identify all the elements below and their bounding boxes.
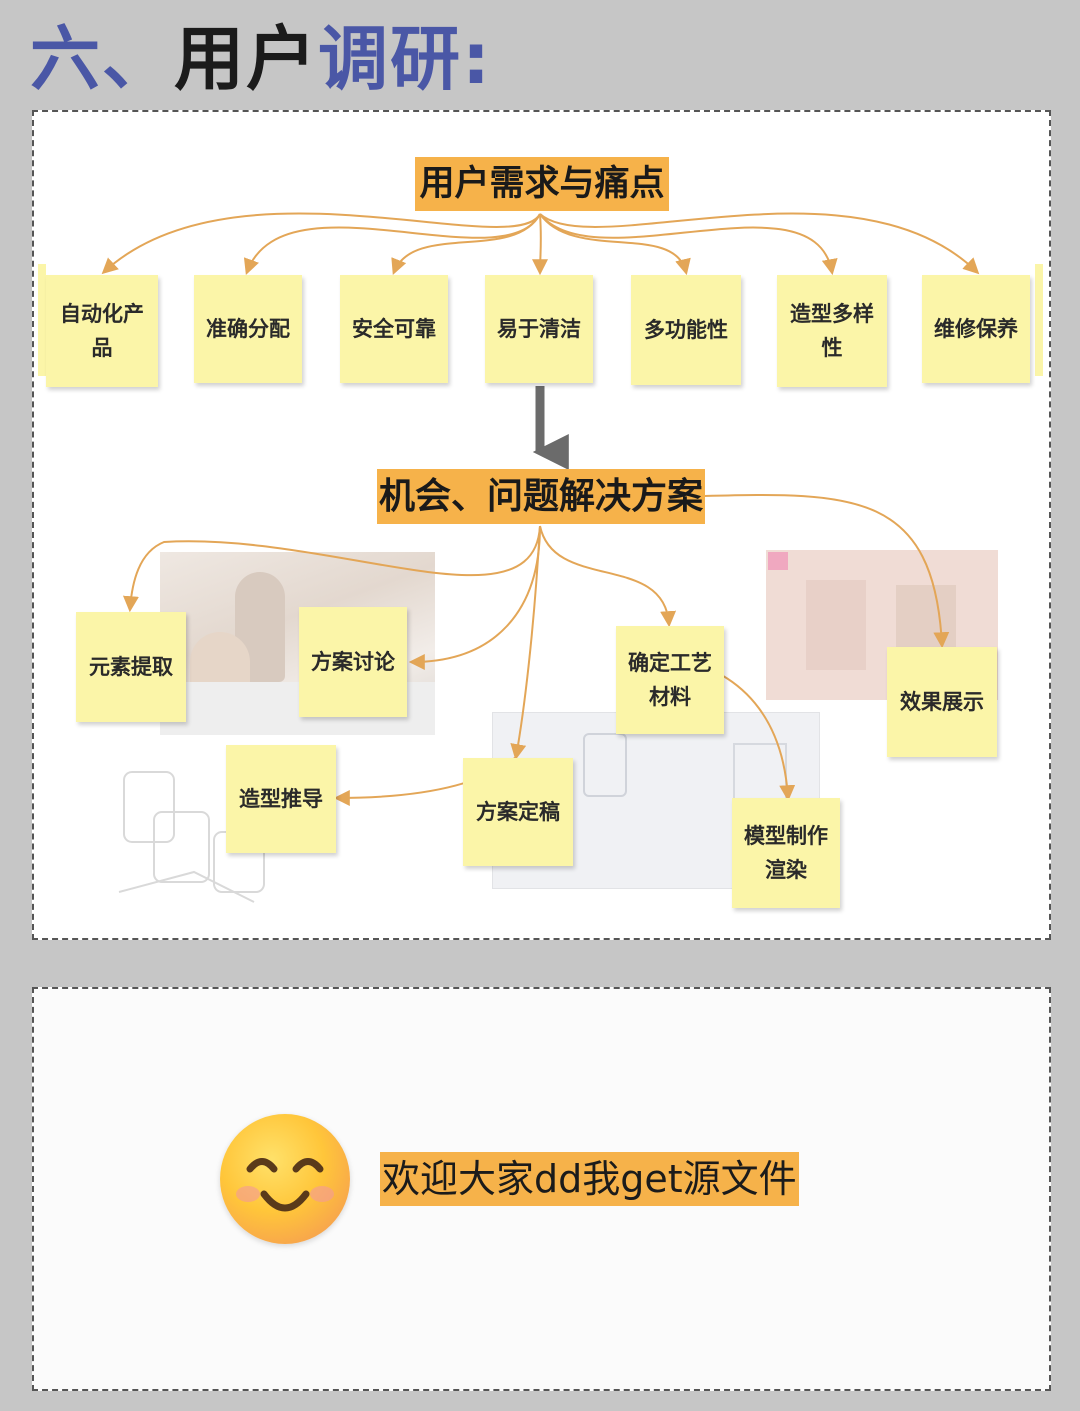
solution-final-design: 方案定稿 (463, 758, 573, 866)
heading-part2: 调研 (318, 18, 462, 100)
heading-number: 六、 (30, 18, 174, 100)
solution-model-rendering: 模型制作渲染 (732, 798, 840, 908)
heading-colon: : (462, 18, 492, 100)
solution-discussion: 方案讨论 (299, 607, 407, 717)
edge-note-right (1035, 264, 1043, 376)
need-maintenance: 维修保养 (922, 275, 1030, 383)
need-styling-variety: 造型多样性 (777, 275, 887, 387)
user-needs-hub: 用户需求与痛点 (415, 157, 669, 211)
welcome-message: 欢迎大家dd我get源文件 (380, 1152, 799, 1206)
section-heading: 六、用户调研: (30, 14, 492, 104)
need-automation: 自动化产品 (46, 275, 158, 387)
mindmap-panel: 用户需求与痛点 自动化产品 准确分配 安全可靠 易于清洁 多功能性 造型多样性 … (32, 110, 1051, 940)
solution-element-extraction: 元素提取 (76, 612, 186, 722)
solution-form-derivation: 造型推导 (226, 745, 336, 853)
solution-process-material: 确定工艺材料 (616, 626, 724, 734)
footer-panel: 欢迎大家dd我get源文件 (32, 987, 1051, 1391)
solution-effect-display: 效果展示 (887, 647, 997, 757)
edge-note-left (38, 264, 46, 376)
need-safety: 安全可靠 (340, 275, 448, 383)
smiling-face-icon (220, 1114, 350, 1244)
need-easy-cleaning: 易于清洁 (485, 275, 593, 383)
heading-part1: 用户 (174, 18, 318, 100)
solutions-hub: 机会、问题解决方案 (377, 469, 705, 524)
need-multifunction: 多功能性 (631, 275, 741, 385)
need-accurate-dispensing: 准确分配 (194, 275, 302, 383)
